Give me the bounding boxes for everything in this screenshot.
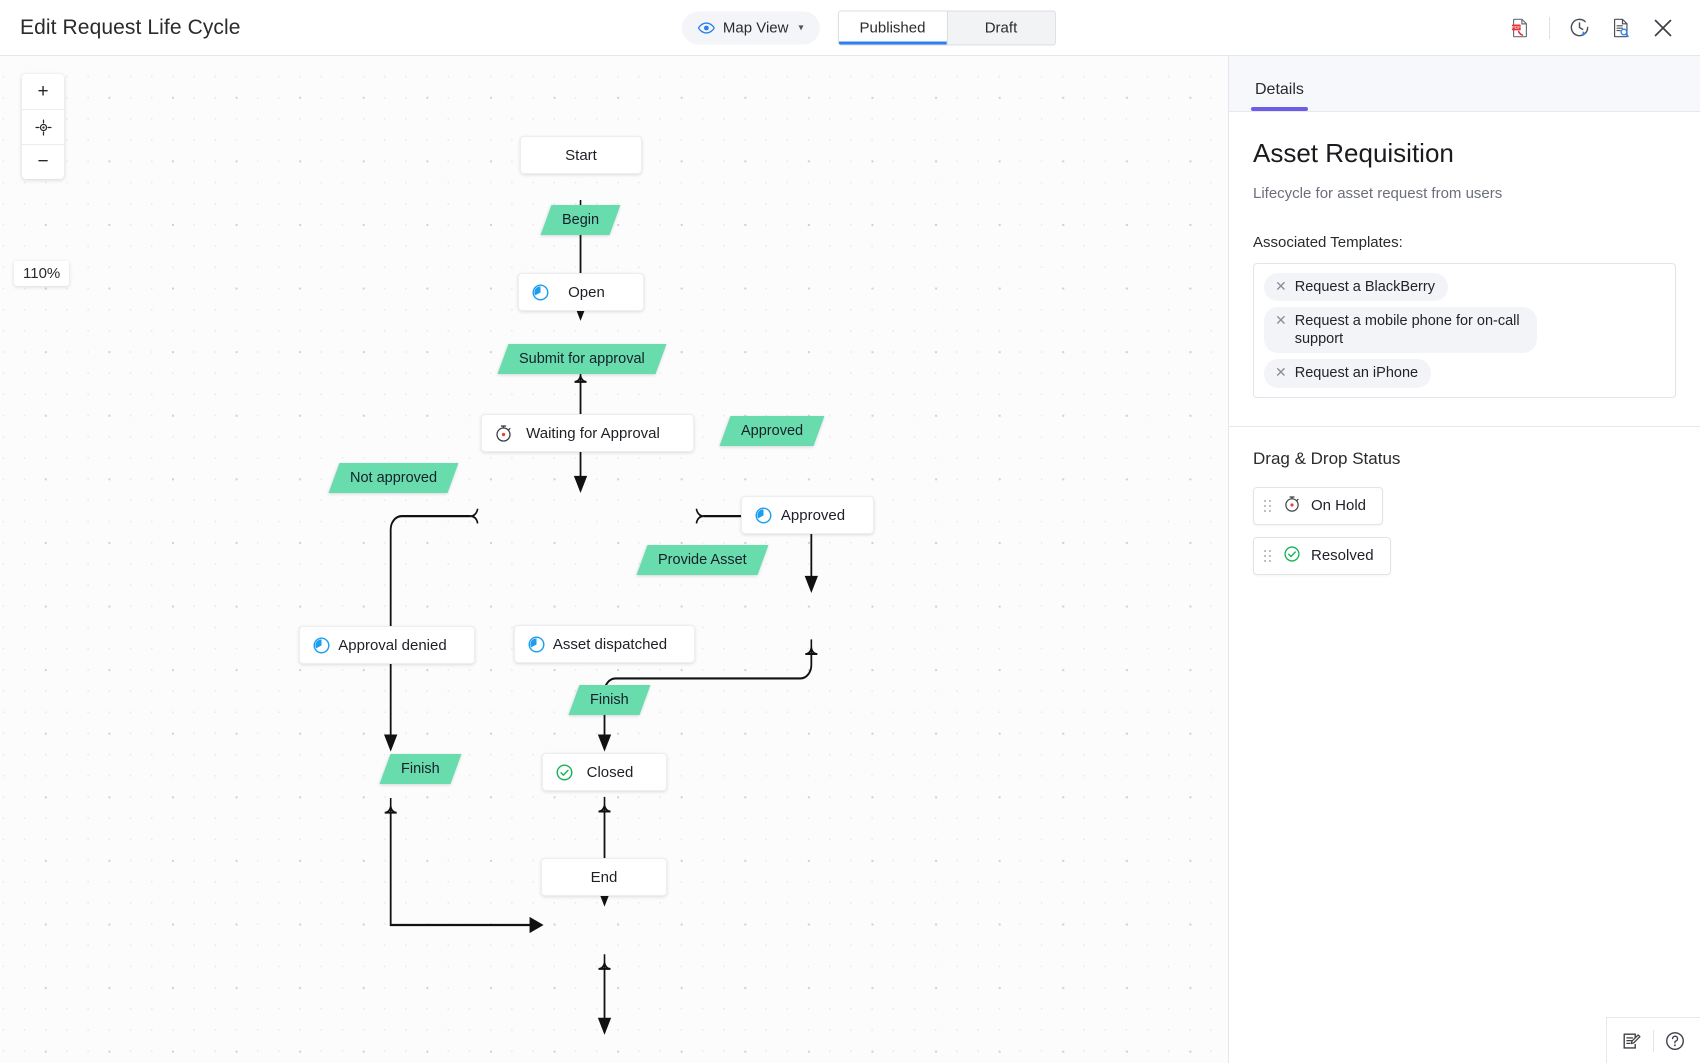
export-pdf-icon[interactable]: PDF: [1501, 9, 1539, 47]
lifecycle-name: Asset Requisition: [1253, 138, 1454, 168]
workflow-column: + − 110%: [0, 56, 1229, 1063]
drag-drop-status-on-hold[interactable]: On Hold: [1253, 486, 1384, 525]
drag-drop-status-label: Resolved: [1311, 547, 1374, 564]
app-header: Edit Request Life Cycle Map View ▾ Publi…: [0, 0, 1700, 56]
details-panel: Details Asset Requisition Lifecycle for …: [1229, 56, 1700, 1063]
map-view-button[interactable]: Map View ▾: [681, 11, 820, 44]
workflow-transition-finish-denied[interactable]: Finish: [379, 754, 462, 784]
corner-divider: [1653, 1029, 1654, 1052]
remove-icon[interactable]: ✕: [1275, 278, 1287, 294]
chevron-down-icon: ▾: [798, 22, 804, 33]
in-progress-icon: [754, 506, 773, 525]
in-progress-icon: [527, 635, 546, 654]
tab-details[interactable]: Details: [1251, 81, 1308, 111]
remove-icon[interactable]: ✕: [1275, 364, 1287, 381]
workflow-transition-provide-asset[interactable]: Provide Asset: [636, 545, 769, 575]
publish-state-tabs: Published Draft: [837, 10, 1056, 45]
drag-drop-status-label: On Hold: [1311, 497, 1367, 514]
workflow-transition-label: Submit for approval: [519, 351, 645, 367]
in-progress-icon: [531, 283, 550, 302]
completed-icon: [555, 763, 574, 782]
workflow-node-label: End: [590, 868, 618, 886]
workflow-node-approved[interactable]: Approved: [741, 496, 874, 534]
zoom-controls: + −: [22, 74, 64, 179]
template-chip-label: Request a BlackBerry: [1294, 279, 1435, 295]
workflow-node-start[interactable]: Start: [520, 136, 642, 174]
workflow-transition-label: Not approved: [350, 470, 438, 486]
zoom-in-button[interactable]: +: [22, 74, 64, 109]
tab-draft[interactable]: Draft: [946, 11, 1055, 44]
template-chip[interactable]: ✕ Request a BlackBerry: [1264, 273, 1448, 302]
in-progress-icon: [312, 636, 331, 655]
workflow-node-closed[interactable]: Closed: [542, 753, 667, 791]
workflow-canvas[interactable]: + − 110%: [0, 56, 1229, 1063]
workflow-transition-label: Finish: [401, 761, 440, 777]
workflow-node-label: Approved: [780, 506, 846, 524]
stop-timer-icon: [494, 424, 513, 443]
details-panel-body: Asset Requisition Lifecycle for asset re…: [1229, 112, 1700, 1063]
associated-templates-label: Associated Templates:: [1253, 234, 1403, 251]
workflow-node-label: Approval denied: [338, 636, 447, 654]
drag-handle-icon[interactable]: [1264, 549, 1271, 562]
panel-divider: [1229, 425, 1700, 427]
header-divider: [1549, 16, 1550, 39]
workflow-node-label: Open: [568, 283, 605, 301]
corner-tools: [1606, 1017, 1700, 1063]
feedback-edit-icon[interactable]: [1613, 1022, 1651, 1060]
workflow-transition-label: Provide Asset: [658, 552, 747, 568]
workflow-transition-approved[interactable]: Approved: [719, 416, 825, 446]
document-search-icon[interactable]: [1602, 9, 1640, 47]
remove-icon[interactable]: ✕: [1275, 312, 1287, 329]
template-chip-label: Request an iPhone: [1294, 365, 1419, 382]
workflow-node-label: Waiting for Approval: [526, 424, 660, 442]
workflow-node-open[interactable]: Open: [518, 273, 644, 311]
workflow-transition-begin[interactable]: Begin: [540, 205, 621, 235]
template-chip-label: Request a mobile phone for on-call suppo…: [1294, 313, 1520, 348]
workflow-node-approval-denied[interactable]: Approval denied: [299, 626, 475, 664]
page-title: Edit Request Life Cycle: [20, 15, 241, 39]
lifecycle-description: Lifecycle for asset request from users: [1253, 185, 1503, 202]
workflow-transition-label: Begin: [562, 212, 600, 228]
recenter-button[interactable]: [22, 109, 64, 144]
workflow-node-label: Asset dispatched: [552, 635, 668, 653]
svg-text:PDF: PDF: [1512, 25, 1521, 30]
canvas-content: Start Open: [0, 56, 1228, 1063]
workflow-transition-label: Finish: [590, 692, 629, 708]
associated-templates-list[interactable]: ✕ Request a BlackBerry ✕ Request a mobil…: [1253, 263, 1676, 398]
header-center-controls: Map View ▾ Published Draft: [681, 10, 1056, 45]
help-icon[interactable]: [1656, 1022, 1694, 1060]
workflow-transition-finish-dispatched[interactable]: Finish: [568, 685, 651, 715]
tab-published[interactable]: Published: [838, 11, 947, 44]
app-body: + − 110%: [0, 56, 1700, 1063]
completed-icon: [1283, 545, 1301, 567]
workflow-transition-not-approved[interactable]: Not approved: [328, 463, 459, 493]
stop-timer-icon: [1283, 495, 1301, 517]
workflow-transition-submit-for-approval[interactable]: Submit for approval: [497, 344, 667, 374]
map-view-label: Map View: [722, 19, 789, 36]
drag-handle-icon[interactable]: [1264, 499, 1271, 512]
close-icon[interactable]: [1644, 9, 1682, 47]
drag-drop-status-resolved[interactable]: Resolved: [1253, 536, 1391, 575]
eye-icon: [697, 19, 715, 36]
zoom-level-label: 110%: [14, 261, 70, 286]
workflow-node-asset-dispatched[interactable]: Asset dispatched: [514, 625, 695, 663]
workflow-node-label: Closed: [586, 763, 634, 781]
workflow-node-label: Start: [565, 146, 597, 164]
workflow-node-waiting-for-approval[interactable]: Waiting for Approval: [481, 414, 694, 452]
template-chip[interactable]: ✕ Request an iPhone: [1264, 359, 1432, 388]
details-panel-tabs: Details: [1229, 56, 1700, 112]
header-actions: PDF: [1501, 9, 1700, 47]
template-chip[interactable]: ✕ Request a mobile phone for on-call sup…: [1264, 307, 1537, 354]
history-icon[interactable]: [1560, 9, 1598, 47]
zoom-out-button[interactable]: −: [22, 144, 64, 179]
workflow-transition-label: Approved: [741, 423, 804, 439]
drag-drop-status-list: On Hold: [1253, 486, 1676, 537]
workflow-node-end[interactable]: End: [541, 858, 667, 896]
drag-drop-status-title: Drag & Drop Status: [1253, 448, 1401, 468]
drag-drop-status-list-2: Resolved: [1253, 536, 1676, 587]
